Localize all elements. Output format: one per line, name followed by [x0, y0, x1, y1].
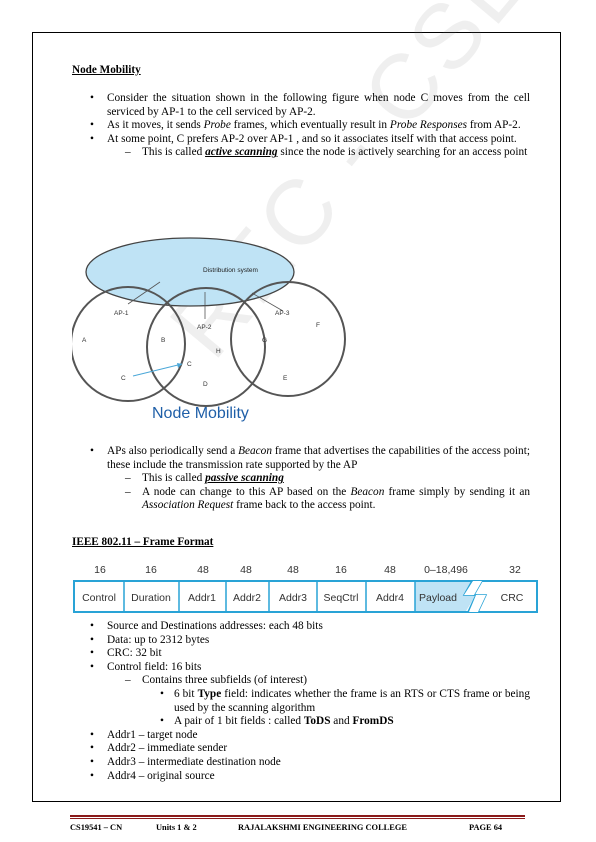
size-duration: 16	[145, 564, 157, 576]
section-heading-frame-format: IEEE 802.11 – Frame Format	[72, 536, 214, 548]
ap2-label: AP-2	[197, 324, 212, 331]
footer-course: CS19541 – CN	[70, 823, 123, 832]
figure-caption: Node Mobility	[152, 405, 249, 422]
cell-ap2	[146, 287, 266, 407]
sub-sub-list-item: •A pair of 1 bit fields : called ToDS an…	[160, 715, 394, 728]
field-crc: CRC	[501, 592, 524, 604]
field-duration: Duration	[131, 592, 171, 604]
list-item: •Control field: 16 bits	[90, 660, 202, 673]
node-a: A	[82, 337, 87, 344]
node-d: D	[203, 381, 208, 388]
field-control: Control	[82, 592, 116, 604]
size-addr1: 48	[197, 564, 209, 576]
node-g: G	[262, 337, 267, 344]
frame-format-diagram: 16 16 48 48 48 16 48 0–18,496 32 Control…	[73, 564, 538, 613]
sub-list-item: –A node can change to this AP based on t…	[125, 485, 531, 512]
page-border	[32, 32, 561, 802]
footer-rule-thick	[70, 815, 525, 817]
field-addr3: Addr3	[279, 592, 307, 604]
footer-college: RAJALAKSHMI ENGINEERING COLLEGE	[238, 823, 407, 832]
cell-ap3	[230, 281, 346, 397]
size-addr2: 48	[240, 564, 252, 576]
section-heading-node-mobility: Node Mobility	[72, 64, 141, 76]
list-item: •Consider the situation shown in the fol…	[90, 92, 530, 118]
size-crc: 32	[509, 564, 521, 576]
footer-page: PAGE 64	[469, 823, 503, 832]
distribution-system-ellipse	[85, 237, 295, 307]
node-h: H	[216, 348, 221, 355]
node-b: B	[161, 337, 165, 344]
ap1-link	[127, 281, 161, 305]
node-e: E	[283, 375, 288, 382]
list-item: •Source and Destinations addresses: each…	[90, 620, 323, 632]
size-payload: 0–18,496	[424, 564, 468, 576]
sub-list-item: –Contains three subfields (of interest)	[125, 674, 308, 687]
sub-list-item: –This is called passive scanning	[125, 472, 284, 485]
field-payload: Payload	[419, 592, 457, 604]
footer-units: Units 1 & 2	[156, 823, 197, 832]
arrow-head	[177, 363, 182, 368]
list-item: •CRC: 32 bit	[90, 647, 162, 660]
ap3-link	[251, 292, 284, 312]
field-seqctrl: SeqCtrl	[323, 592, 358, 604]
footer-rule-thin	[70, 818, 525, 819]
size-seqctrl: 16	[335, 564, 347, 576]
node-c-old: C	[121, 375, 126, 382]
node-mobility-figure: Distribution system AP-1 AP-2 AP-3 A B C…	[72, 237, 346, 422]
ap3-label: AP-3	[275, 310, 290, 317]
bullet-list-3: •Source and Destinations addresses: each…	[72, 620, 530, 783]
payload-fill	[415, 582, 476, 611]
field-sizes: 16 16 48 48 48 16 48 0–18,496 32	[94, 564, 521, 576]
cell-ap1	[72, 286, 186, 402]
list-item: •Addr4 – original source	[90, 769, 215, 782]
list-item: •Data: up to 2312 bytes	[90, 633, 210, 646]
field-names: Control Duration Addr1 Addr2 Addr3 SeqCt…	[82, 592, 524, 604]
size-addr3: 48	[287, 564, 299, 576]
ds-label: Distribution system	[203, 267, 258, 274]
list-item: •At some point, C prefers AP-2 over AP-1…	[90, 132, 517, 145]
list-item: •As it moves, it sends Probe frames, whi…	[90, 119, 521, 132]
field-addr4: Addr4	[376, 592, 404, 604]
field-addr1: Addr1	[188, 592, 216, 604]
list-item: •Addr3 – intermediate destination node	[90, 755, 281, 768]
bullet-list-1: •Consider the situation shown in the fol…	[72, 92, 530, 160]
payload-break	[464, 581, 486, 612]
ap1-label: AP-1	[114, 310, 129, 317]
size-addr4: 48	[384, 564, 396, 576]
field-addr2: Addr2	[233, 592, 261, 604]
list-item: •Addr1 – target node	[90, 728, 198, 741]
sub-list-item: –This is called active scanning since th…	[125, 146, 528, 159]
sub-sub-list-item: •6 bit Type field: indicates whether the…	[160, 687, 530, 714]
list-item: •Addr2 – immediate sender	[90, 742, 228, 755]
list-item: •APs also periodically send a Beacon fra…	[90, 445, 530, 471]
move-arrow	[132, 363, 183, 377]
node-c-new: C	[187, 361, 192, 368]
node-f: F	[316, 322, 320, 329]
size-control: 16	[94, 564, 106, 576]
bullet-list-2: •APs also periodically send a Beacon fra…	[72, 445, 530, 513]
